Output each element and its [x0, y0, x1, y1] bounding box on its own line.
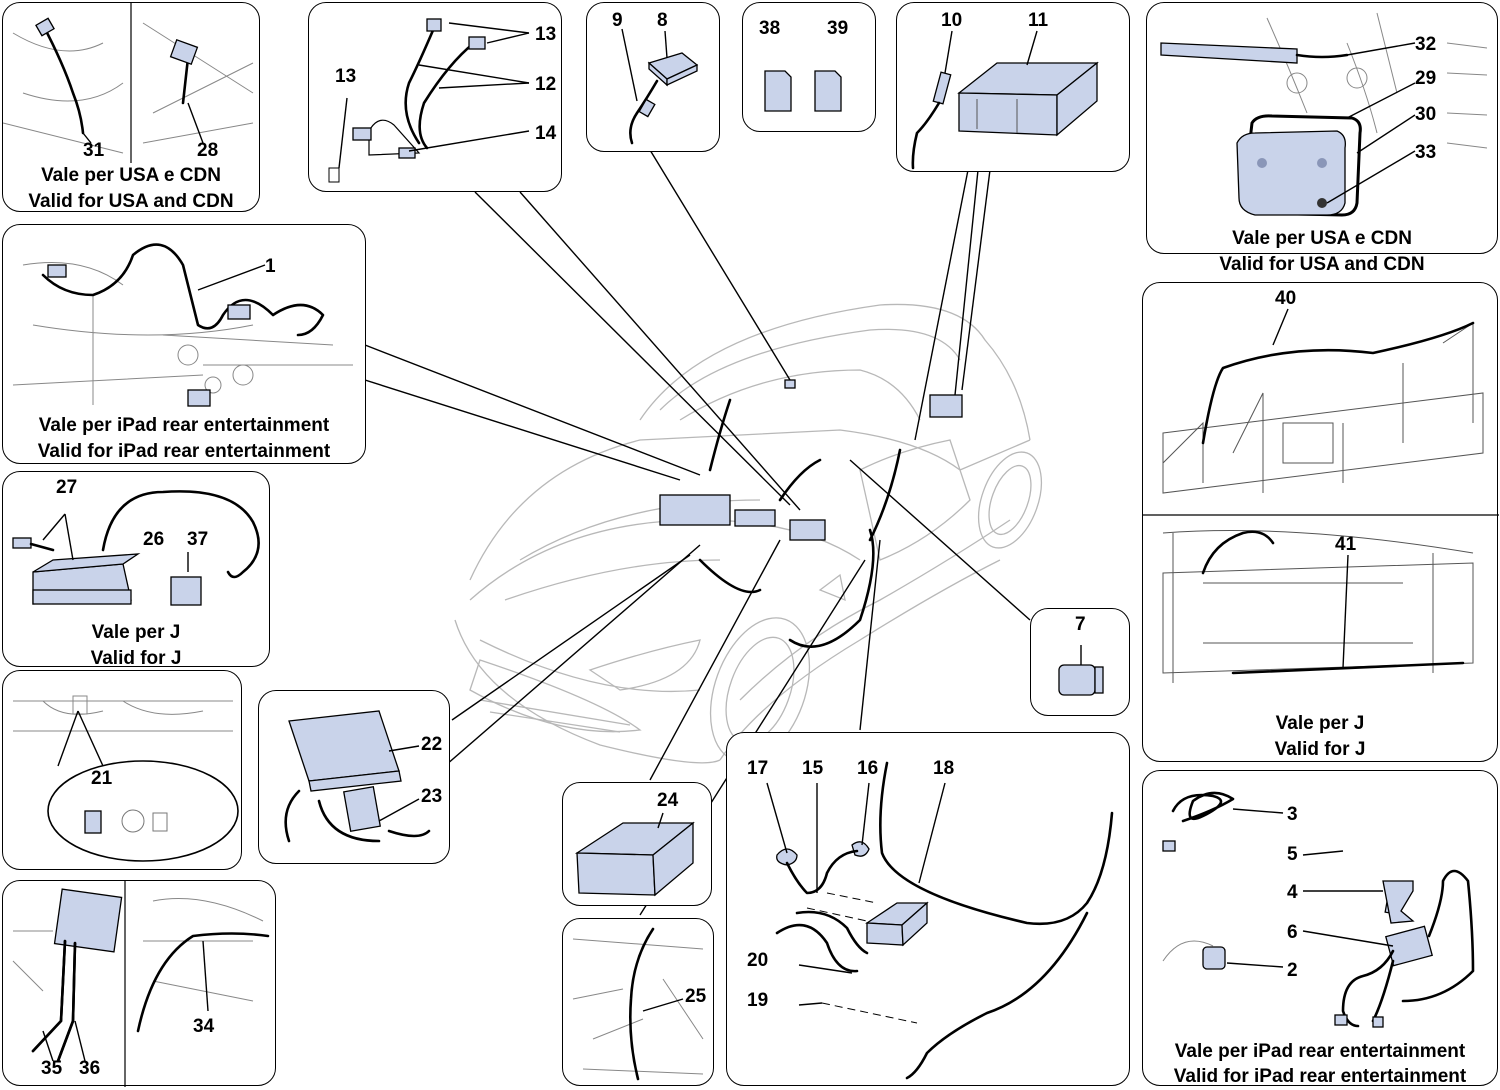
callout-1: 1 [265, 256, 276, 277]
parts-10-11-drawing [911, 30, 1099, 170]
panel-j-40-41: 40 41 Vale per J Valid for J [1142, 282, 1499, 762]
callout-16: 16 [857, 758, 879, 779]
caption-it: Vale per iPad rear entertainment [38, 415, 330, 436]
parts-2-6-drawing [1162, 791, 1475, 1028]
caption-en: Valid for iPad rear entertainment [1173, 1066, 1467, 1087]
panel-10-11: 10 11 [896, 2, 1130, 172]
callout-26: 26 [143, 529, 165, 550]
parts-38-39-drawing [764, 70, 842, 112]
callout-11: 11 [1028, 10, 1049, 31]
callout-7: 7 [1075, 614, 1086, 635]
panel-9-8: 9 8 [586, 2, 720, 152]
panel-38-39: 38 39 [742, 2, 876, 132]
callout-13: 13 [535, 24, 557, 45]
callout-3: 3 [1287, 804, 1298, 825]
caption-en: Valid for iPad rear entertainment [37, 441, 331, 462]
callout-40: 40 [1275, 288, 1297, 309]
panel-usa-cdn-31-28: 31 28 Vale per USA e CDN Valid for USA a… [2, 2, 260, 212]
parts-15-20-drawing [766, 761, 1114, 1080]
parts-22-23-drawing [284, 710, 431, 843]
callout-12: 12 [535, 74, 557, 95]
caption-en: Valid for USA and CDN [28, 191, 234, 212]
callout-24: 24 [657, 790, 679, 811]
callout-22: 22 [421, 734, 443, 755]
callout-25: 25 [685, 986, 707, 1007]
part-21-drawing [13, 695, 239, 862]
panel-34-35-36: 34 35 36 [2, 880, 276, 1087]
part-1-drawing [12, 243, 353, 407]
panel-25: 25 [562, 918, 714, 1086]
parts-32-33-drawing [1160, 12, 1488, 217]
panel-24: 24 [562, 782, 712, 906]
callout-15: 15 [802, 758, 824, 779]
parts-9-8-drawing [621, 28, 699, 145]
callout-39: 39 [827, 18, 849, 39]
parts-31-28-drawing [3, 3, 254, 163]
caption-it: Vale per USA e CDN [41, 165, 221, 186]
callout-41: 41 [1335, 534, 1357, 555]
callout-36: 36 [79, 1058, 101, 1079]
callout-34: 34 [193, 1016, 215, 1037]
panel-22-23: 22 23 [258, 690, 450, 864]
callout-32: 32 [1415, 34, 1437, 55]
callout-10: 10 [941, 10, 963, 31]
panel-7: 7 [1030, 608, 1130, 716]
callout-13-b: 13 [335, 66, 357, 87]
panel-21: 21 [2, 670, 242, 870]
callout-4: 4 [1287, 882, 1298, 903]
parts-12-13-14-drawing [328, 18, 530, 183]
caption-en: Valid for J [90, 648, 182, 669]
caption-it: Vale per USA e CDN [1232, 228, 1412, 249]
callout-33: 33 [1415, 142, 1437, 163]
callout-14: 14 [535, 123, 557, 144]
callout-21: 21 [91, 768, 113, 789]
callout-30: 30 [1415, 104, 1437, 125]
parts-34-35-36-drawing [12, 881, 270, 1087]
callout-23: 23 [421, 786, 443, 807]
callout-18: 18 [933, 758, 955, 779]
caption-it: Vale per J [91, 622, 181, 643]
part-24-drawing [574, 812, 695, 897]
callout-8: 8 [657, 10, 668, 31]
callout-5: 5 [1287, 844, 1298, 865]
panel-usa-cdn-32-33: 32 29 30 33 Vale per USA e CDN Valid for… [1146, 2, 1498, 275]
caption-it: Vale per J [1275, 713, 1365, 734]
callout-35: 35 [41, 1058, 63, 1079]
part-7-drawing [1058, 645, 1104, 696]
caption-it: Vale per iPad rear entertainment [1174, 1041, 1466, 1062]
panel-ipad-rear-entertainment-1: 1 Vale per iPad rear entertainment Valid… [2, 224, 366, 464]
panel-15-20: 17 15 16 18 20 19 [726, 732, 1130, 1086]
callout-27: 27 [56, 477, 78, 498]
callout-20: 20 [747, 950, 769, 971]
part-25-drawing [572, 927, 704, 1081]
callout-9: 9 [612, 10, 623, 31]
callout-6: 6 [1287, 922, 1298, 943]
panel-12-13-14: 13 13 12 14 [308, 2, 562, 192]
caption-en: Valid for J [1274, 739, 1366, 760]
callout-28: 28 [197, 140, 219, 161]
caption-en: Valid for USA and CDN [1219, 254, 1425, 275]
callout-31: 31 [83, 140, 105, 161]
parts-40-41-drawing [1143, 308, 1499, 683]
callout-29: 29 [1415, 68, 1437, 89]
callout-19: 19 [747, 990, 769, 1011]
parts-27-26-37-drawing [12, 490, 260, 606]
panel-ipad-rear-entertainment-2-6: 3 5 4 6 2 Vale per iPad rear entertainme… [1142, 770, 1498, 1087]
callout-2: 2 [1287, 960, 1298, 981]
panel-j-27-26-37: 27 26 37 Vale per J Valid for J [2, 471, 270, 669]
callout-38: 38 [759, 18, 781, 39]
callout-17: 17 [747, 758, 769, 779]
callout-37: 37 [187, 529, 209, 550]
